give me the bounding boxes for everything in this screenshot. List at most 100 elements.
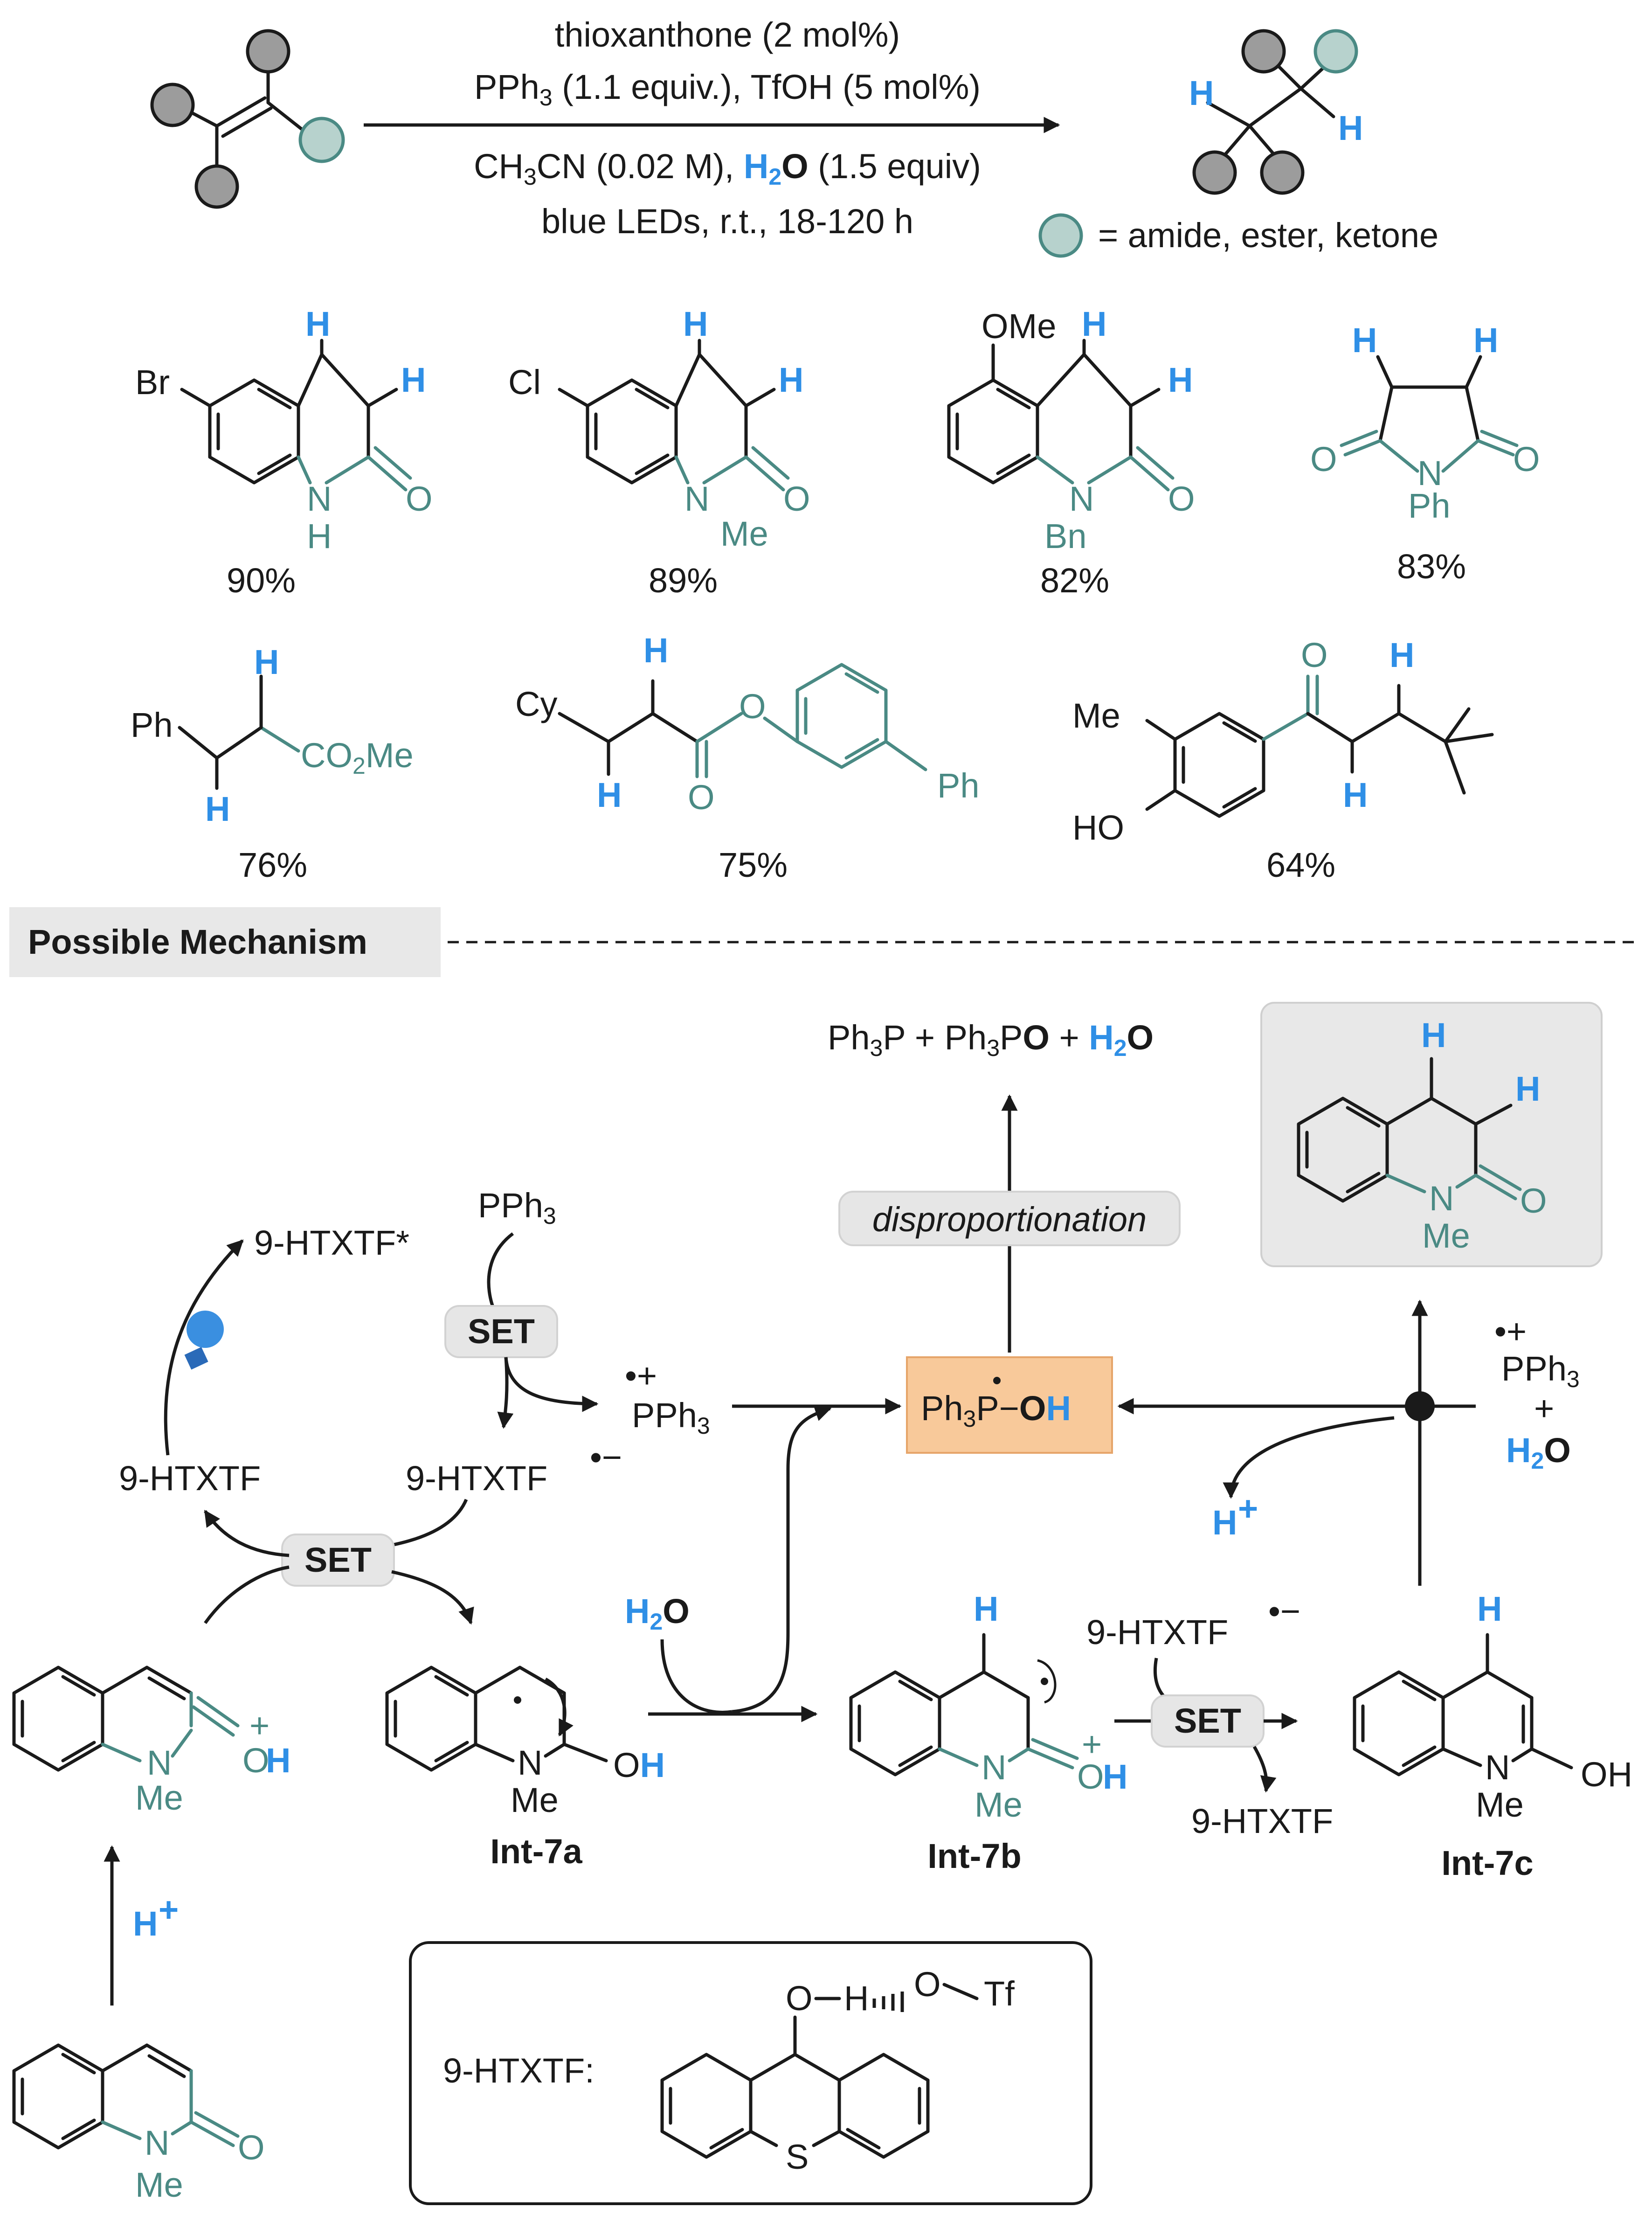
yield-7: 64% bbox=[1266, 846, 1335, 884]
h-label: H bbox=[1477, 1589, 1502, 1628]
me-label: Me bbox=[1422, 1216, 1470, 1255]
starting-alkene bbox=[150, 29, 345, 209]
h-label: H bbox=[254, 643, 279, 681]
n-label: N bbox=[1069, 479, 1094, 518]
h-label: H bbox=[1168, 361, 1193, 399]
me-label: Me bbox=[135, 2165, 183, 2204]
int-7a: N Me OH Int-7a bbox=[385, 1666, 665, 1871]
final-byproducts: Ph3P + Ph3PO + H2O bbox=[828, 1018, 1154, 1061]
h-label: H bbox=[1082, 305, 1106, 343]
n-label: N bbox=[684, 479, 709, 518]
n-label: N bbox=[307, 479, 332, 518]
h-label: H bbox=[1343, 776, 1368, 814]
svg-text:•−: •− bbox=[590, 1438, 622, 1477]
svg-text:•+: •+ bbox=[1494, 1312, 1527, 1351]
catalyst-label: 9-HTXTF: bbox=[443, 2051, 594, 2090]
catalyst-box: 9-HTXTF: S O H O Tf bbox=[409, 1941, 1092, 2205]
cat-radical-anion: 9-HTXTF bbox=[406, 1459, 547, 1498]
legend-text: = amide, ester, ketone bbox=[1098, 216, 1438, 255]
svg-text:+: + bbox=[1082, 1725, 1102, 1763]
product-7: Me HO O H H 64% bbox=[1072, 636, 1494, 884]
plus-sign: + bbox=[1534, 1389, 1554, 1428]
light-bulb-icon bbox=[184, 1311, 224, 1370]
svg-text:+: + bbox=[1238, 1489, 1258, 1528]
int-c-label: Int-7c bbox=[1441, 1844, 1533, 1882]
oh-label: HO bbox=[1072, 808, 1124, 847]
o-label: O bbox=[786, 1979, 813, 2018]
final-product: H H N Me O bbox=[1260, 1002, 1603, 1267]
oh-label: OH bbox=[1581, 1755, 1632, 1794]
product-3: OMe H H N Bn O 82% bbox=[947, 305, 1195, 600]
h-label: H bbox=[683, 305, 708, 343]
int-7c: H N Me OH Int-7c bbox=[1353, 1589, 1632, 1882]
n-sub: H bbox=[307, 517, 332, 555]
h-label: H bbox=[1338, 109, 1363, 147]
cat-ground: 9-HTXTF bbox=[119, 1459, 261, 1498]
cat-radical-anion: 9-HTXTF bbox=[1086, 1613, 1228, 1652]
h-label: H bbox=[844, 1979, 869, 2018]
legend: = amide, ester, ketone bbox=[1038, 213, 1438, 258]
o-label: O bbox=[1310, 440, 1337, 479]
sub-label: Br bbox=[135, 363, 170, 402]
product-4: H H O O N Ph 83% bbox=[1310, 321, 1540, 586]
product-alkane: H H bbox=[1189, 29, 1363, 195]
ester-label: CO2Me bbox=[301, 736, 414, 779]
o-label: O bbox=[783, 479, 810, 518]
set-label: SET bbox=[1174, 1701, 1241, 1740]
o-label: O bbox=[688, 778, 715, 817]
int-7b: H N Me O H + Int-7b bbox=[849, 1589, 1127, 1875]
h-label: H bbox=[305, 305, 330, 343]
me-label: Me bbox=[135, 1778, 183, 1817]
n-label: N bbox=[1485, 1748, 1510, 1787]
s-label: S bbox=[786, 2138, 809, 2176]
n-sub: Bn bbox=[1044, 517, 1087, 555]
cat-ground: 9-HTXTF bbox=[1191, 1802, 1333, 1840]
o-label: O bbox=[406, 479, 433, 518]
h-label: H bbox=[1189, 74, 1214, 112]
yield-4: 83% bbox=[1397, 547, 1466, 586]
product-6: Cy H H O O Ph 75% bbox=[515, 631, 980, 884]
yield-5: 76% bbox=[238, 846, 307, 884]
conditions: thioxanthone (2 mol%) PPh3 (1.1 equiv.),… bbox=[364, 15, 1060, 241]
set-label: SET bbox=[304, 1541, 372, 1579]
yield-2: 89% bbox=[649, 561, 718, 600]
disproportionation: disproportionation Ph3P + Ph3PO + H2O bbox=[828, 1018, 1181, 1353]
pph3-radical-cation: PPh3 bbox=[1501, 1349, 1580, 1392]
cat-excited: 9-HTXTF* bbox=[254, 1223, 409, 1262]
water-label: H2O bbox=[625, 1592, 690, 1635]
ar-label: Ph bbox=[937, 766, 980, 805]
tf-label: Tf bbox=[984, 1974, 1015, 2013]
svg-text:•−: •− bbox=[1268, 1592, 1300, 1631]
sub-label: Me bbox=[1072, 696, 1120, 735]
cond-line-2: PPh3 (1.1 equiv.), TfOH (5 mol%) bbox=[474, 68, 981, 111]
h-label: H bbox=[401, 361, 426, 399]
product-2: Cl H H N Me O 89% bbox=[508, 305, 810, 600]
disproportionation-label: disproportionation bbox=[872, 1200, 1147, 1239]
yield-3: 82% bbox=[1040, 561, 1109, 600]
protonation-arrow: H + bbox=[104, 1845, 179, 2006]
svg-text:+: + bbox=[159, 1890, 179, 1929]
yield-1: 90% bbox=[227, 561, 296, 600]
catalytic-cycle: 9-HTXTF* PPh3 SET PPh3 •+ 9-HTXTF •− 9-H… bbox=[119, 1186, 710, 1625]
int-a-label: Int-7a bbox=[490, 1832, 582, 1871]
ph3poh-label: Ph3P−OH bbox=[921, 1389, 1071, 1432]
water-addition: H2O bbox=[625, 1405, 832, 1722]
h-plus: H bbox=[1212, 1503, 1237, 1542]
n-label: N bbox=[1429, 1179, 1454, 1218]
h-plus: H bbox=[133, 1904, 158, 1943]
n-sub: Ph bbox=[1408, 486, 1451, 525]
quinolinone: N Me O bbox=[12, 2043, 265, 2204]
h-label: H bbox=[1515, 1069, 1540, 1108]
svg-text:•+: •+ bbox=[625, 1356, 657, 1395]
n-label: N bbox=[982, 1748, 1006, 1787]
o-label: O bbox=[1077, 1757, 1104, 1796]
product-1: Br H H N H O 90% bbox=[135, 305, 433, 600]
h-label: H bbox=[1473, 321, 1498, 360]
sub-label: Cy bbox=[515, 685, 557, 723]
h-label: H bbox=[643, 631, 668, 670]
o-label: O bbox=[1520, 1181, 1547, 1220]
int-b-label: Int-7b bbox=[927, 1837, 1021, 1875]
o-label: O bbox=[242, 1741, 270, 1780]
water-label: H2O bbox=[1506, 1431, 1571, 1474]
